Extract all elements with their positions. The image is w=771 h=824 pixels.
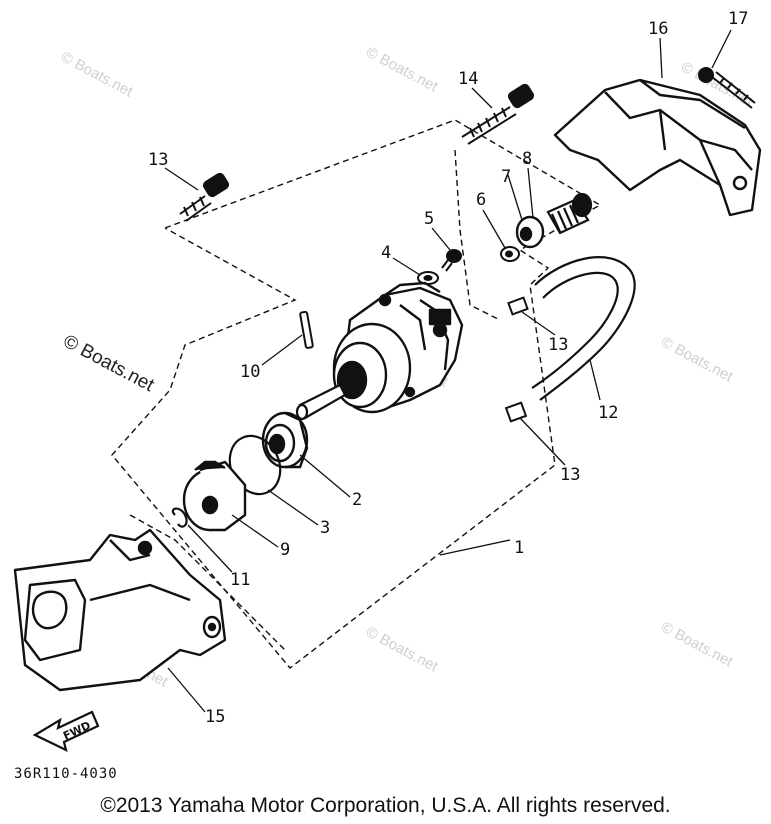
screw-5 (441, 249, 462, 272)
clamp-13-top (507, 296, 529, 316)
fwd-arrow: FWD (32, 710, 100, 753)
callout-12: 12 (598, 403, 618, 423)
callout-11: 11 (230, 570, 250, 590)
callout-3: 3 (320, 518, 330, 538)
watermark-8: © Boats.net (658, 619, 736, 671)
fitting-8 (546, 192, 593, 235)
callout-5: 5 (424, 209, 434, 229)
callout-13-top: 13 (548, 335, 568, 355)
callout-1: 1 (514, 538, 524, 558)
clip-11 (171, 507, 188, 528)
watermark-5: © Boats.net (658, 334, 736, 386)
watermark-7: © Boats.net (363, 624, 441, 676)
hose-12 (531, 256, 636, 401)
gear-9 (182, 460, 247, 532)
bolt-14 (179, 172, 230, 222)
callout-9: 9 (280, 540, 290, 560)
watermark-1: © Boats.net (58, 49, 136, 101)
callouts: 16 17 14 13 8 7 6 5 4 10 13 12 13 1 2 3 … (148, 9, 748, 727)
screw-18 (698, 67, 756, 109)
bracket-17 (553, 78, 762, 217)
copyright-notice: ©2013 Yamaha Motor Corporation, U.S.A. A… (100, 794, 671, 817)
callout-16: 15 (205, 707, 225, 727)
pump-body (332, 281, 464, 414)
watermark-dark: © Boats.net (60, 331, 158, 397)
callout-13-bottom: 13 (560, 465, 580, 485)
washer-6 (500, 246, 520, 262)
shaft (295, 383, 347, 421)
callout-2: 2 (352, 490, 362, 510)
callout-14: 13 (148, 150, 168, 170)
pin-10 (299, 310, 314, 349)
clamp-13-bottom (504, 401, 528, 423)
watermark-2: © Boats.net (363, 44, 441, 96)
seal-7 (515, 215, 545, 249)
callout-8: 8 (522, 149, 532, 169)
callout-17: 16 (648, 19, 668, 39)
part-code: 36R110-4030 (14, 766, 118, 782)
callout-18: 17 (728, 9, 748, 29)
assembly-boundary (111, 119, 602, 669)
bearing-2 (261, 411, 309, 469)
callout-6: 6 (476, 190, 486, 210)
callout-7: 7 (501, 167, 511, 187)
callout-4: 4 (381, 243, 391, 263)
callout-10: 10 (240, 362, 260, 382)
housing-16 (13, 528, 227, 692)
bolt-15 (461, 83, 535, 145)
callout-15: 14 (458, 69, 478, 89)
leader-lines (164, 29, 732, 713)
